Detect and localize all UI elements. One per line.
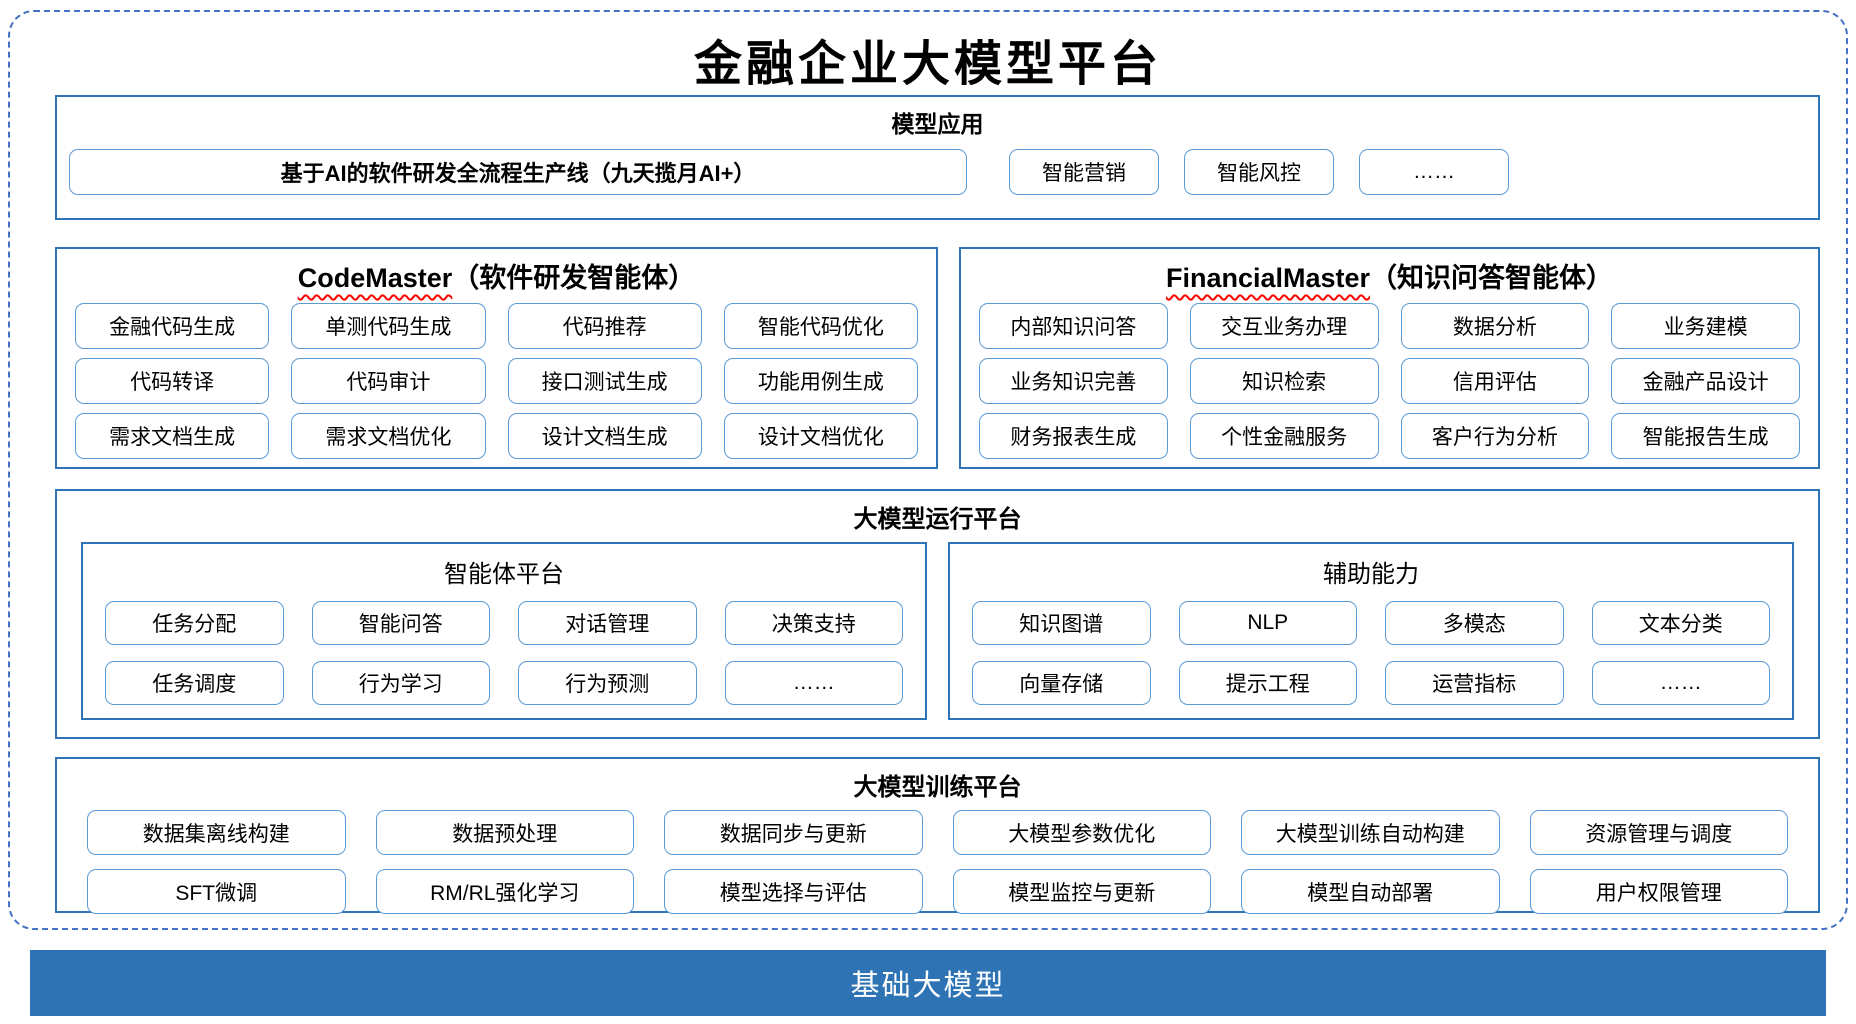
dashed-outer-border [8,10,1848,930]
codemaster-grid: 金融代码生成 单测代码生成 代码推荐 智能代码优化 代码转译 代码审计 接口测试… [57,303,936,459]
codemaster-item: 代码推荐 [507,303,702,349]
aux-capability-header: 辅助能力 [1323,561,1419,588]
codemaster-title-cn: （软件研发智能体） [452,263,696,293]
codemaster-item: 设计文档优化 [723,413,918,459]
aux-capability-item: 文本分类 [1591,601,1770,645]
codemaster-item: 接口测试生成 [507,358,702,404]
section-codemaster: CodeMaster（软件研发智能体） 金融代码生成 单测代码生成 代码推荐 智… [55,247,938,469]
model-applications-header: 模型应用 [891,111,984,137]
codemaster-item: 设计文档生成 [507,413,702,459]
financialmaster-title-cn: （知识问答智能体） [1370,263,1614,293]
financialmaster-item: 交互业务办理 [1189,303,1379,349]
financialmaster-item: 财务报表生成 [979,413,1168,459]
financialmaster-item: 内部知识问答 [979,303,1168,349]
subsection-agent-platform: 智能体平台 任务分配 智能问答 对话管理 决策支持 任务调度 行为学习 行为预测… [81,542,927,720]
codemaster-item: 功能用例生成 [723,358,918,404]
codemaster-item: 代码转译 [75,358,270,404]
agent-platform-item: 对话管理 [518,601,697,645]
financialmaster-title: FinancialMaster（知识问答智能体） [961,249,1818,295]
training-item: RM/RL强化学习 [375,869,634,914]
codemaster-item: 智能代码优化 [723,303,918,349]
training-item: 模型选择与评估 [664,869,923,914]
training-item: 资源管理与调度 [1529,810,1788,855]
training-platform-header: 大模型训练平台 [853,774,1022,801]
subsection-aux-capability: 辅助能力 知识图谱 NLP 多模态 文本分类 向量存储 提示工程 运营指标 …… [948,542,1794,720]
training-item: 模型监控与更新 [952,869,1211,914]
codemaster-item: 代码审计 [291,358,486,404]
agent-platform-header: 智能体平台 [444,561,564,588]
aux-capability-item: 知识图谱 [972,601,1151,645]
training-item: 模型自动部署 [1241,869,1500,914]
training-item: 大模型参数优化 [952,810,1211,855]
agent-platform-item: …… [724,661,903,705]
page-title: 金融企业大模型平台 [693,36,1162,92]
codemaster-item: 单测代码生成 [291,303,486,349]
financialmaster-item: 个性金融服务 [1189,413,1379,459]
financialmaster-item: 智能报告生成 [1611,413,1800,459]
financialmaster-item: 金融产品设计 [1611,358,1800,404]
training-item: 数据预处理 [375,810,634,855]
financialmaster-item: 业务建模 [1611,303,1800,349]
section-runtime-platform: 大模型运行平台 智能体平台 任务分配 智能问答 对话管理 决策支持 任务调度 行… [55,489,1820,739]
section-financialmaster: FinancialMaster（知识问答智能体） 内部知识问答 交互业务办理 数… [959,247,1820,469]
agent-platform-grid: 任务分配 智能问答 对话管理 决策支持 任务调度 行为学习 行为预测 …… [83,601,925,705]
model-app-pipeline-box: 基于AI的软件研发全流程生产线（九天揽月AI+） [69,149,967,195]
aux-capability-item: 运营指标 [1385,661,1564,705]
agent-platform-item: 决策支持 [724,601,903,645]
financialmaster-title-en: FinancialMaster [1165,263,1371,293]
agent-platform-item: 任务分配 [105,601,284,645]
model-app-item: 智能营销 [1009,149,1159,195]
training-item: SFT微调 [87,869,346,914]
training-item: 大模型训练自动构建 [1241,810,1500,855]
financialmaster-item: 业务知识完善 [979,358,1168,404]
section-model-applications: 模型应用 基于AI的软件研发全流程生产线（九天揽月AI+） 智能营销 智能风控 … [55,95,1820,220]
codemaster-item: 金融代码生成 [75,303,270,349]
section-training-platform: 大模型训练平台 数据集离线构建 数据预处理 数据同步与更新 大模型参数优化 大模… [55,757,1820,914]
foundation-model-label: 基础大模型 [850,970,1006,1002]
aux-capability-item: 多模态 [1385,601,1564,645]
codemaster-title-en: CodeMaster [297,263,453,293]
aux-capability-grid: 知识图谱 NLP 多模态 文本分类 向量存储 提示工程 运营指标 …… [950,601,1792,705]
codemaster-title: CodeMaster（软件研发智能体） [57,249,936,295]
agent-platform-item: 行为学习 [311,661,490,705]
foundation-model-bar: 基础大模型 [30,950,1826,1016]
aux-capability-item: …… [1591,661,1770,705]
financialmaster-item: 知识检索 [1189,358,1379,404]
training-item: 用户权限管理 [1529,869,1788,914]
financialmaster-item: 信用评估 [1400,358,1590,404]
agent-platform-item: 智能问答 [311,601,490,645]
model-app-item: 智能风控 [1184,149,1334,195]
model-applications-row: 基于AI的软件研发全流程生产线（九天揽月AI+） 智能营销 智能风控 …… [69,149,1806,195]
aux-capability-item: 向量存储 [972,661,1151,705]
training-item: 数据同步与更新 [664,810,923,855]
aux-capability-item: NLP [1178,601,1357,645]
financialmaster-item: 客户行为分析 [1400,413,1590,459]
training-platform-grid: 数据集离线构建 数据预处理 数据同步与更新 大模型参数优化 大模型训练自动构建 … [57,802,1818,914]
aux-capability-item: 提示工程 [1178,661,1357,705]
training-item: 数据集离线构建 [87,810,346,855]
model-app-item: …… [1359,149,1509,195]
runtime-platform-subrow: 智能体平台 任务分配 智能问答 对话管理 决策支持 任务调度 行为学习 行为预测… [57,534,1818,720]
financialmaster-grid: 内部知识问答 交互业务办理 数据分析 业务建模 业务知识完善 知识检索 信用评估… [961,303,1818,459]
codemaster-item: 需求文档优化 [291,413,486,459]
runtime-platform-header: 大模型运行平台 [853,506,1022,533]
financialmaster-item: 数据分析 [1400,303,1590,349]
agent-platform-item: 任务调度 [105,661,284,705]
agent-platform-item: 行为预测 [518,661,697,705]
codemaster-item: 需求文档生成 [75,413,270,459]
